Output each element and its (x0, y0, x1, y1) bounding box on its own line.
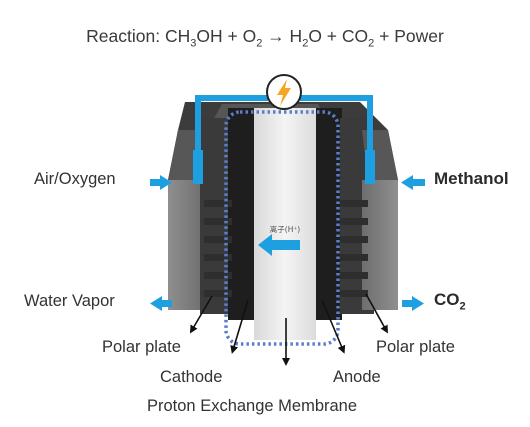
air-oxygen-label: Air/Oxygen (34, 170, 116, 188)
reaction-sub: 2 (368, 37, 375, 50)
reaction-text: Reaction: CH (86, 26, 191, 46)
water-outlet-arrow (150, 296, 172, 311)
pointer-arrows (189, 293, 388, 366)
polar-plate-left-label: Polar plate (102, 338, 181, 356)
air-inlet-arrow (150, 175, 172, 190)
anode-pointer (321, 299, 346, 354)
reaction-text: → H (262, 26, 303, 46)
flow-arrows (150, 175, 425, 311)
cathode-label: Cathode (160, 368, 223, 386)
proton-exchange-membrane (254, 108, 316, 340)
cathode-block (168, 108, 254, 320)
membrane-label: Proton Exchange Membrane (147, 397, 358, 415)
co2-label: CO2 (434, 290, 466, 312)
anode-block (316, 108, 398, 320)
anode-label: Anode (333, 368, 381, 386)
methanol-label: Methanol (434, 169, 509, 188)
cathode-pointer (230, 299, 249, 354)
reaction-sub: 2 (256, 37, 263, 50)
right-polar-plate-pointer (365, 293, 388, 334)
co2-subscript: 2 (459, 300, 466, 313)
reaction-equation: Reaction: CH3OH + O2 → H2O + CO2 + Power (0, 26, 530, 50)
left-polar-plate-channels (204, 200, 232, 297)
reaction-text: OH + O (196, 26, 257, 46)
proton-flow-arrow (258, 234, 300, 256)
reaction-text: O + CO (308, 26, 369, 46)
reaction-sub: 3 (190, 37, 197, 50)
lightning-bolt-icon (266, 74, 302, 110)
co2-outlet-arrow (402, 296, 424, 311)
methanol-inlet-arrow (401, 175, 425, 190)
ion-label: 离子(H⁺) (270, 224, 301, 234)
left-polar-plate-pointer (189, 295, 213, 334)
co2-text: CO (434, 290, 460, 309)
water-vapor-label: Water Vapor (24, 292, 115, 310)
reaction-sub: 2 (302, 37, 309, 50)
polar-plate-right-label: Polar plate (376, 338, 455, 356)
right-polar-plate-channels (340, 200, 368, 297)
mea-dashed-outline (224, 110, 340, 346)
external-circuit-wire (193, 95, 375, 184)
reaction-text: + Power (374, 26, 444, 46)
